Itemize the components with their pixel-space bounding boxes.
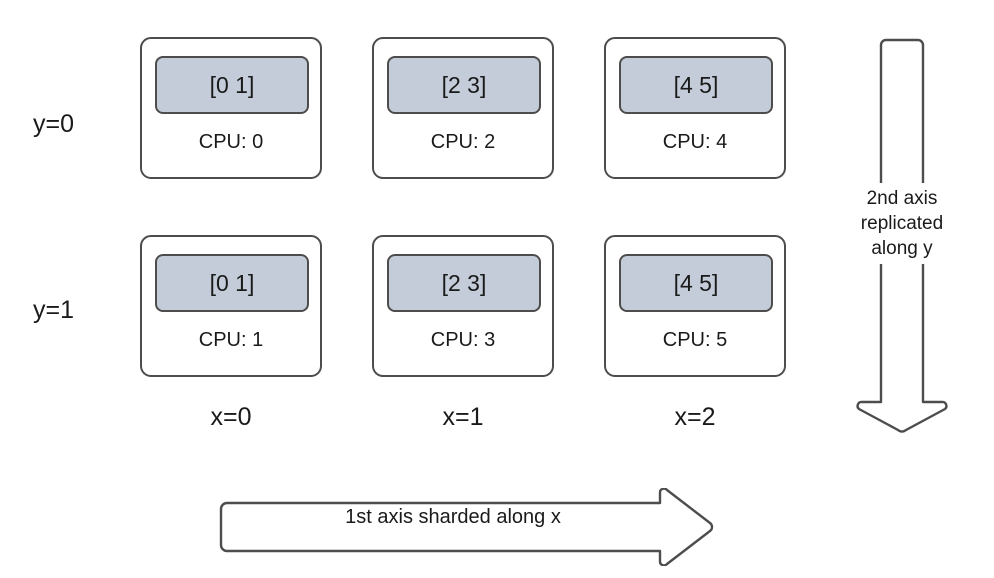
col-label-x0: x=0 (210, 403, 252, 431)
col-label-x1: x=1 (442, 403, 484, 431)
shard-label: [2 3] (441, 269, 487, 296)
vertical-arrow-label-line-3: along y (871, 238, 933, 259)
cpu-label: CPU: 4 (662, 131, 728, 153)
cpu-label: CPU: 0 (198, 131, 264, 153)
cpu-label: CPU: 5 (662, 329, 728, 351)
shard-label: [4 5] (673, 71, 719, 98)
device-cell: [4 5] CPU: 5 (604, 235, 786, 377)
device-cell: [2 3] CPU: 2 (372, 37, 554, 179)
shard-label: [0 1] (209, 71, 255, 98)
shard-label: [2 3] (441, 71, 487, 98)
shard-label: [4 5] (673, 269, 719, 296)
right-arrow-icon (218, 488, 718, 566)
shard-box: [0 1] (155, 254, 309, 312)
row-label-y1: y=1 (33, 296, 75, 324)
shard-box: [4 5] (619, 254, 773, 312)
row-label-y0: y=0 (33, 110, 75, 138)
device-cell: [0 1] CPU: 1 (140, 235, 322, 377)
shard-box: [2 3] (387, 254, 541, 312)
shard-box: [4 5] (619, 56, 773, 114)
device-cell: [4 5] CPU: 4 (604, 37, 786, 179)
vertical-arrow-label-line-2: replicated (860, 213, 944, 234)
horizontal-arrow-label: 1st axis sharded along x (345, 506, 561, 528)
vertical-arrow-label-line-1: 2nd axis (866, 188, 938, 209)
device-cell: [2 3] CPU: 3 (372, 235, 554, 377)
cpu-label: CPU: 2 (430, 131, 496, 153)
vertical-arrow-label: 2nd axis replicated along y (836, 183, 968, 264)
cpu-label: CPU: 1 (198, 329, 264, 351)
shard-label: [0 1] (209, 269, 255, 296)
shard-box: [0 1] (155, 56, 309, 114)
shard-box: [2 3] (387, 56, 541, 114)
cpu-label: CPU: 3 (430, 329, 496, 351)
device-cell: [0 1] CPU: 0 (140, 37, 322, 179)
col-label-x2: x=2 (674, 403, 716, 431)
